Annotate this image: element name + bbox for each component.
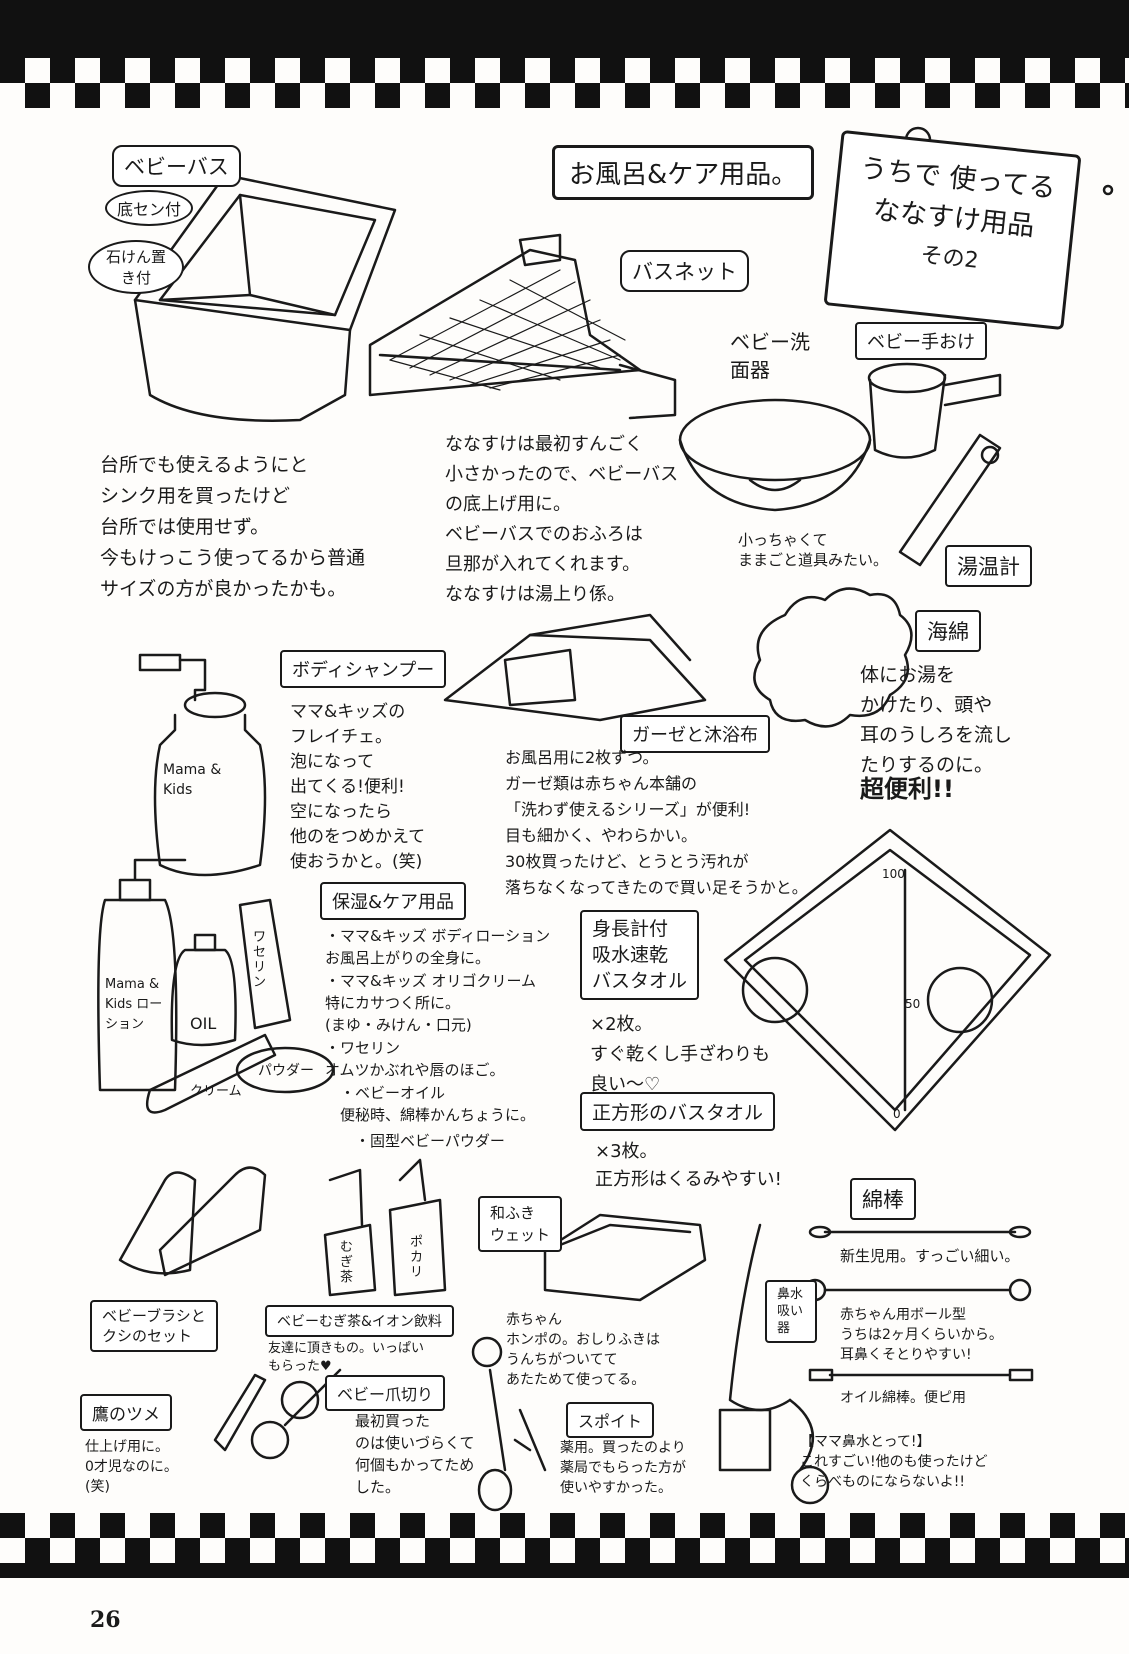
cotton-swab-note3: オイル綿棒。便ピ用: [840, 1390, 966, 1406]
shampoo-bottle-illustration: [138, 653, 267, 877]
moisture-care-label: 保湿&ケア用品: [320, 882, 467, 920]
nasal-aspirator-label: 鼻水吸い器: [765, 1280, 817, 1343]
wipes-label: 和ふき ウェット: [478, 1196, 563, 1252]
top-checker-border: [0, 58, 1129, 108]
nail-file-illustration: [213, 1373, 267, 1452]
shampoo-bottle-text: Mama & Kids: [163, 762, 222, 798]
nasal-aspirator-illustration: [718, 1223, 830, 1505]
series-sign: うちで 使ってる ななすけ用品 その2: [823, 129, 1082, 331]
baby-bath-tag1: 底セン付: [105, 190, 194, 226]
page-number: 26: [90, 1607, 121, 1633]
tea-note: 友達に頂きもの。いっぱい もらった♥: [268, 1341, 425, 1374]
dropper-label: スポイト: [566, 1402, 655, 1438]
moisture-care-item-2: ・ママ&キッズ オリゴクリーム 特にカサつく所に。 (まゆ・みけん・口元): [325, 972, 537, 1034]
moisture-care-item-5: ・固型ベビーパウダー: [355, 1132, 505, 1150]
wipes-illustration: [543, 1213, 707, 1302]
basin-note: 小っちゃくて ままごと道具みたい。: [738, 531, 889, 569]
bottom-black-band: [0, 1563, 1129, 1578]
clipper-label: ベビー爪切り: [325, 1375, 446, 1411]
cotton-swab-label: 綿棒: [850, 1178, 916, 1220]
gauze-note: お風呂用に2枚ずつ。 ガーゼ類は赤ちゃん本舗の 「洗わず使えるシリーズ」が便利!…: [505, 748, 808, 897]
lotion-bottle-text: Mama & Kids ローション: [105, 977, 163, 1032]
powder-text: パウダー: [258, 1063, 314, 1079]
square-towel-note: ×3枚。 正方形はくるみやすい!: [595, 1141, 782, 1190]
sponge-emphasis: 超便利!!: [860, 775, 954, 803]
pocari-box-text: ポカリ: [410, 1235, 424, 1280]
bath-net-mesh: [389, 269, 626, 391]
tea-box-text: むぎ茶: [340, 1240, 354, 1285]
cotton-swab-note1: 新生児用。すっごい細い。: [840, 1247, 1020, 1265]
oil-bottle-text: OIL: [190, 1014, 217, 1033]
baby-bath-note: 台所でも使えるようにと シンク用を買ったけど 台所では使用せず。 今もけっこう使…: [100, 454, 366, 600]
basin-illustration: [678, 398, 872, 512]
square-towel-label: 正方形のバスタオル: [580, 1092, 776, 1131]
thermometer-illustration: [898, 433, 1002, 567]
moisture-care-item-1: ・ママ&キッズ ボディローション お風呂上がりの全身に。: [325, 927, 551, 967]
sponge-label: 海綿: [915, 610, 981, 652]
moisture-care-item-4: ・ベビーオイル 便秘時、綿棒かんちょうに。: [340, 1084, 536, 1124]
basin-label: ベビー洗面器: [730, 330, 810, 382]
thermometer-label: 湯温計: [945, 545, 1032, 587]
top-black-band: [0, 0, 1129, 58]
vaseline-text: ワセリン: [253, 930, 267, 990]
nail-note: 仕上げ用に。 0才児なのに。 (笑): [85, 1439, 178, 1495]
lotion-bottles-illustration: [97, 858, 335, 1114]
gauze-illustration: [443, 613, 707, 722]
towel-scale-0: 0: [893, 1107, 901, 1121]
baby-bath-label: ベビーバス: [112, 145, 241, 187]
bath-net-label: バスネット: [620, 250, 749, 292]
brush-label: ベビーブラシと クシのセット: [90, 1300, 218, 1352]
towel-note: ×2枚。 すぐ乾くし手ざわりも 良い〜♡: [590, 1014, 770, 1095]
baby-bath-illustration: [133, 173, 397, 422]
cotton-swabs-illustration: [803, 1225, 1034, 1382]
clipper-note: 最初買った のは使いづらくて 何個もかってため した。: [355, 1412, 475, 1496]
tea-boxes-illustration: [323, 1158, 447, 1297]
brush-comb-illustration: [118, 1166, 267, 1277]
bath-net-illustration: [368, 233, 677, 420]
sponge-illustration: [753, 587, 913, 728]
dropper-note: 薬用。買ったのより 薬局でもらった方が 使いやすかった。: [560, 1440, 686, 1496]
gauze-label: ガーゼと沐浴布: [620, 715, 770, 753]
moisture-care-item-3: ・ワセリン オムツかぶれや唇のほご。: [325, 1039, 505, 1079]
nasal-aspirator-note: 【ママ鼻水とって!】 これすごい!他のも使ったけど くらべものにならないよ!!: [800, 1434, 988, 1490]
bottom-checker-border: [0, 1513, 1129, 1563]
bath-net-note: ななすけは最初すんごく 小さかったので、ベビーバス の底上げ用に。 ベビーバスで…: [445, 434, 679, 605]
cotton-swab-note2: 赤ちゃん用ボール型 うちは2ヶ月くらいから。 耳鼻くそとりやすい!: [840, 1307, 1003, 1363]
cream-text: クリーム: [190, 1084, 242, 1099]
wipes-note: 赤ちゃん ホンポの。おしりふきは うんちがついてて あたためて使ってる。: [506, 1312, 660, 1388]
tea-label: ベビーむぎ茶&イオン飲料: [265, 1305, 454, 1337]
baby-bath-tag2: 石けん置き付: [88, 240, 184, 294]
body-shampoo-note: ママ&キッズの フレイチェ。 泡になって 出てくる!便利! 空になったら 他のを…: [290, 702, 426, 872]
bucket-label: ベビー手おけ: [855, 322, 987, 360]
sponge-note: 体にお湯を かけたり、頭や 耳のうしろを流し たりするのに。: [860, 664, 1013, 776]
measuring-towel-illustration: [723, 828, 1052, 1132]
towel-scale-100: 100: [882, 867, 905, 881]
page-heading: お風呂&ケア用品。: [552, 145, 815, 200]
towel-scale-50: 50: [905, 997, 921, 1011]
nail-label: 鷹のツメ: [80, 1394, 172, 1431]
body-shampoo-label: ボディシャンプー: [280, 650, 447, 688]
dropper-illustration: [471, 1336, 547, 1512]
towel-label: 身長計付 吸水速乾 バスタオル: [580, 910, 700, 1000]
bucket-illustration: [867, 362, 1002, 459]
